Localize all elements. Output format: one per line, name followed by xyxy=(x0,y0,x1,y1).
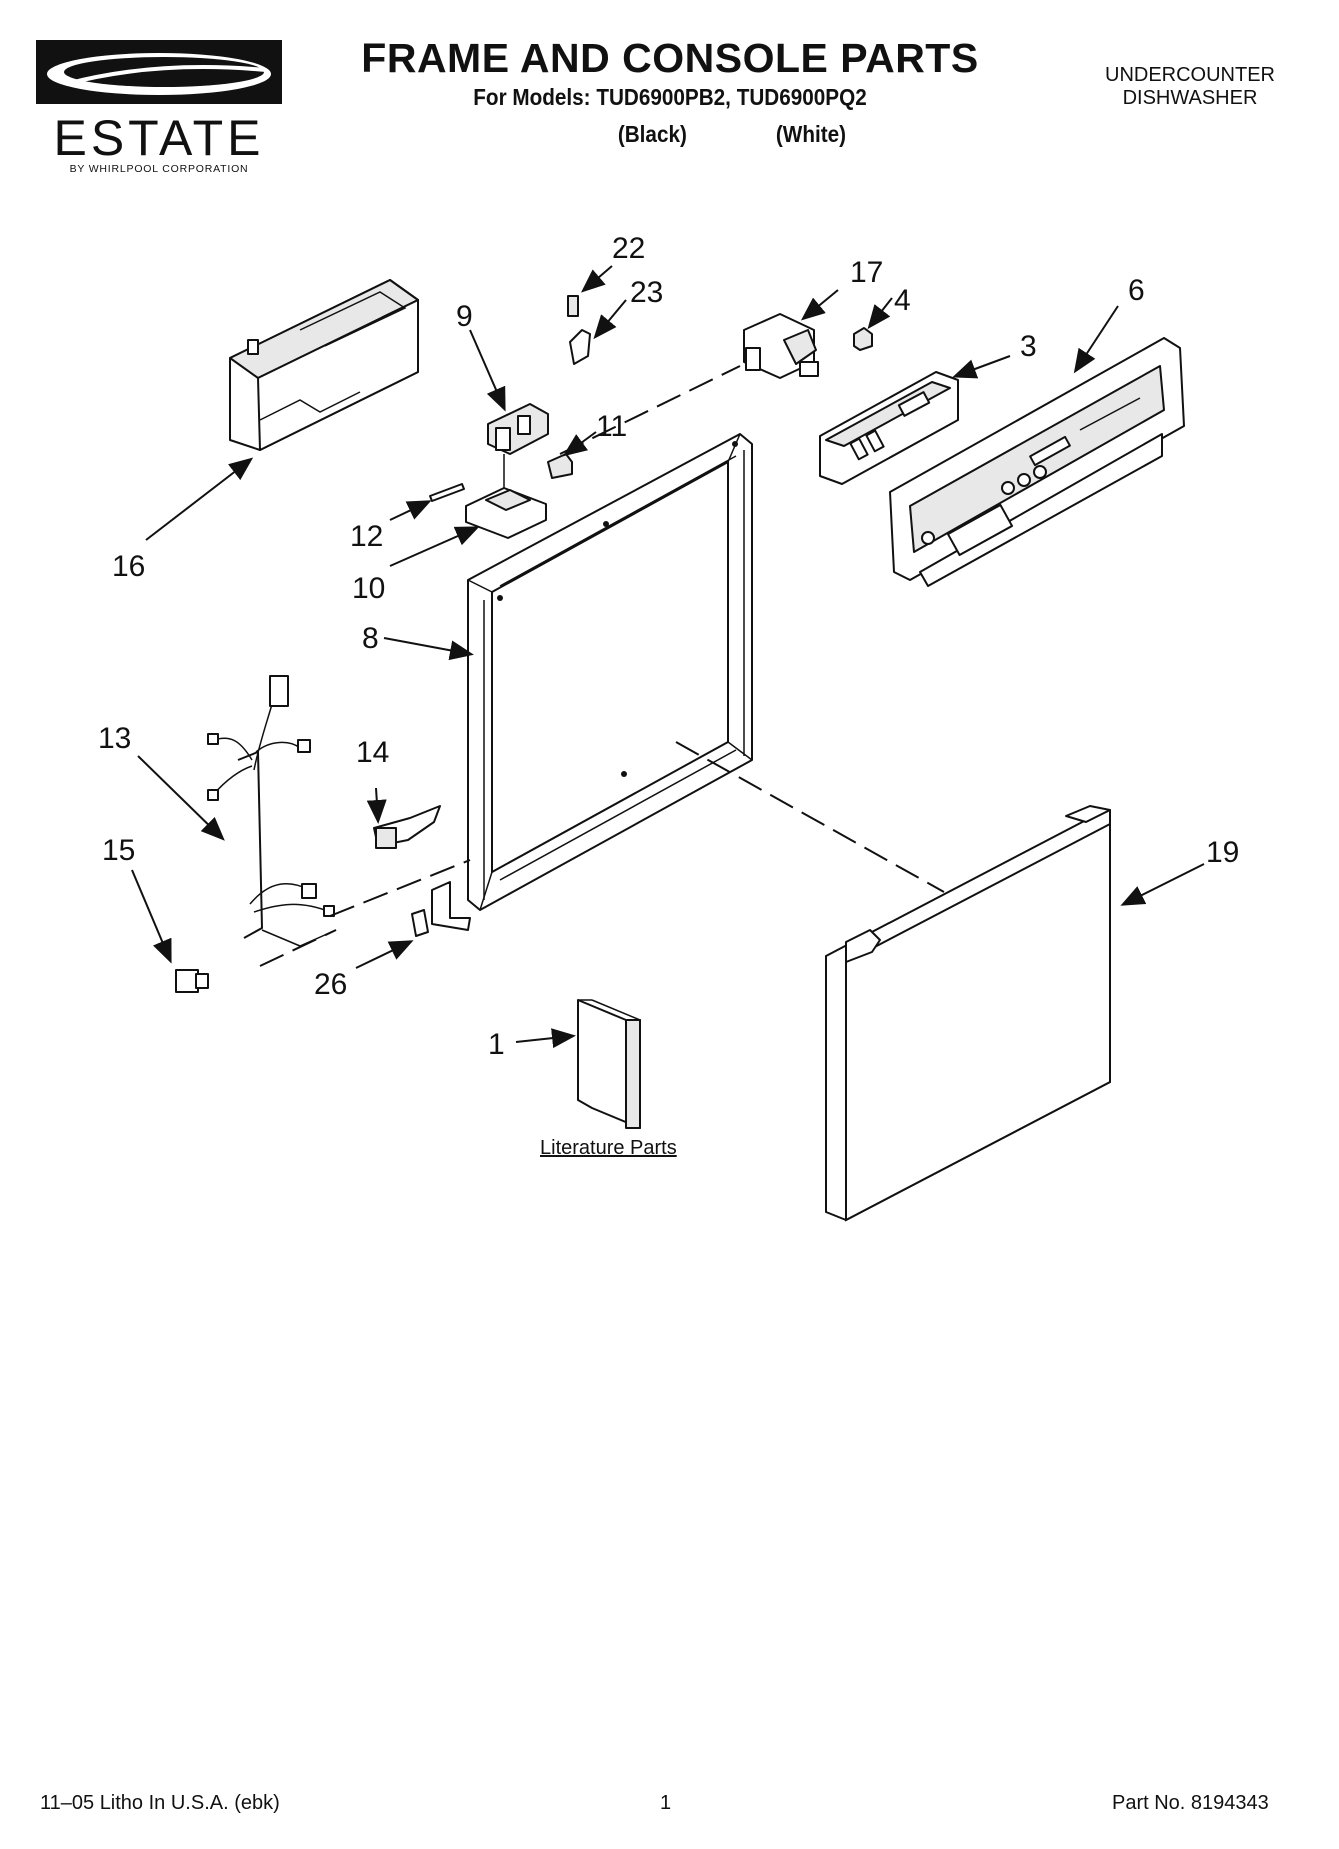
callout-23: 23 xyxy=(630,276,663,309)
part-15-screw xyxy=(175,969,209,993)
callout-8: 8 xyxy=(362,622,379,655)
callout-19: 19 xyxy=(1206,836,1239,869)
callout-6: 6 xyxy=(1128,274,1145,307)
product-type-line1: UNDERCOUNTER xyxy=(1105,64,1275,86)
estate-logo-icon xyxy=(36,40,282,104)
part-3-control xyxy=(819,371,959,485)
part-19-door xyxy=(825,805,1111,1222)
brand-name: ESTATE xyxy=(53,110,265,166)
variant-white-label: (White) xyxy=(775,121,847,147)
brand-subtitle: BY WHIRLPOOL CORPORATION xyxy=(69,163,249,175)
product-type: UNDERCOUNTER DISHWASHER xyxy=(1080,64,1300,110)
part-4-bracket xyxy=(853,327,873,351)
callout-17: 17 xyxy=(850,256,883,289)
part-6-console xyxy=(889,337,1185,587)
part-9-latch xyxy=(487,403,549,455)
part-23-clip xyxy=(569,329,591,365)
literature-parts-label: Literature Parts xyxy=(540,1137,677,1159)
callout-3: 3 xyxy=(1020,330,1037,363)
callout-4: 4 xyxy=(894,284,911,317)
part-17-switch xyxy=(743,313,819,379)
callout-9: 9 xyxy=(456,300,473,333)
callout-16: 16 xyxy=(112,550,145,583)
footer-litho: 11–05 Litho In U.S.A. (ebk) xyxy=(40,1792,280,1814)
part-11-clip xyxy=(547,453,573,479)
callout-10: 10 xyxy=(352,572,385,605)
callout-12: 12 xyxy=(350,520,383,553)
part-14-sensor xyxy=(373,805,441,849)
part-10-bracket xyxy=(465,487,547,539)
variant-black-label: (Black) xyxy=(617,121,687,147)
part-13-harness xyxy=(207,675,337,947)
part-12-pin xyxy=(429,483,465,502)
part-8-frame xyxy=(431,433,753,931)
callout-22: 22 xyxy=(612,232,645,265)
callout-13: 13 xyxy=(98,722,131,755)
part-26-clip xyxy=(411,909,429,937)
page-title: FRAME AND CONSOLE PARTS xyxy=(361,35,979,81)
callout-15: 15 xyxy=(102,834,135,867)
part-16-panel xyxy=(229,279,419,451)
model-numbers: For Models: TUD6900PB2, TUD6900PQ2 xyxy=(473,84,867,110)
product-type-line2: DISHWASHER xyxy=(1122,87,1258,109)
part-number: Part No. 8194343 xyxy=(1112,1792,1269,1814)
callout-11: 11 xyxy=(596,410,627,443)
callout-26: 26 xyxy=(314,968,347,1001)
page-number: 1 xyxy=(660,1792,672,1814)
part-1-literature xyxy=(577,999,641,1129)
callout-14: 14 xyxy=(356,736,389,769)
part-22-spring xyxy=(567,295,579,317)
callout-1: 1 xyxy=(488,1028,505,1061)
